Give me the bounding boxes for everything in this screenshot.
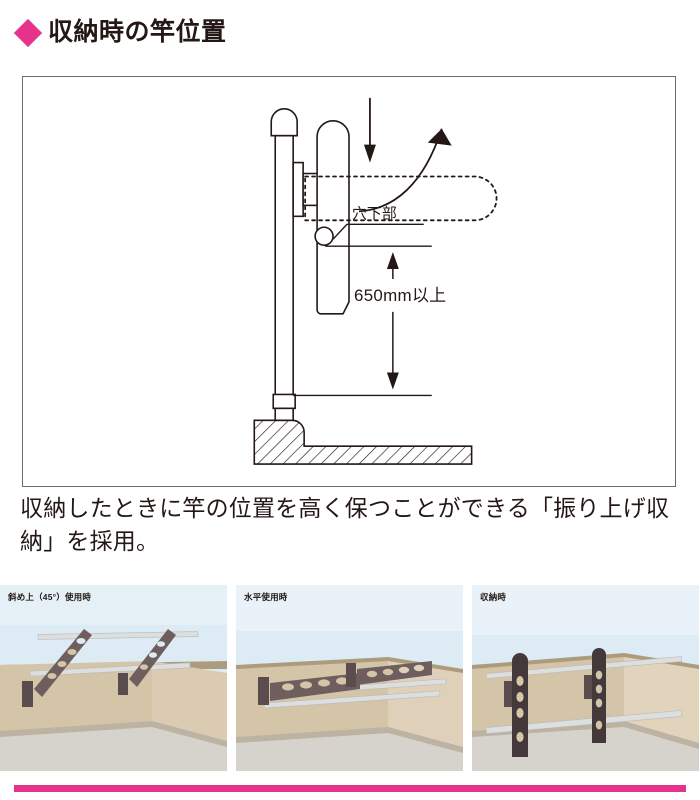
bracket-right-stowed xyxy=(584,648,606,743)
arm-hole-right-3 xyxy=(157,641,165,647)
body-paragraph: 収納したときに竿の位置を高く保つことができる「振り上げ収納」を採用。 xyxy=(20,495,670,554)
pole-coupler xyxy=(272,393,296,410)
panel-horizontal-image xyxy=(236,585,463,771)
panel-stowed: 収納時 xyxy=(472,585,699,771)
diamond-icon xyxy=(13,18,43,47)
hole-r1 xyxy=(595,670,603,680)
diagram-drawing: 穴下部 650mm以上 xyxy=(253,97,498,465)
panel-horizontal-label: 水平使用時 xyxy=(244,592,288,602)
wallplate-back xyxy=(346,663,356,687)
arm-hole-b2 xyxy=(382,668,394,676)
bracket-right xyxy=(118,629,176,695)
arm-hole-left-4 xyxy=(76,638,86,644)
hole-r3 xyxy=(595,698,603,708)
storage-position-diagram: 穴下部 650mm以上 xyxy=(22,76,676,487)
mount-plate xyxy=(292,161,304,218)
page-title: 収納時の竿位置 xyxy=(48,18,227,46)
page-title-row: 収納時の竿位置 xyxy=(13,18,227,47)
bottom-accent-bar xyxy=(14,785,686,792)
dimension-arrow-down-icon xyxy=(386,372,399,390)
arm-raised xyxy=(316,119,350,315)
panel-diagonal-45-image xyxy=(0,585,227,771)
hole-l4 xyxy=(516,732,524,742)
pole-body xyxy=(274,134,294,409)
arm-left-vertical xyxy=(512,653,528,757)
down-arrow-icon xyxy=(363,144,376,163)
floor xyxy=(472,725,699,771)
arm-hole-f4 xyxy=(336,677,348,685)
arm-hole-b1 xyxy=(366,670,378,678)
panel-stowed-image xyxy=(472,585,699,771)
rotation-arrow-path xyxy=(358,128,443,213)
arm-hole-b4 xyxy=(413,664,425,672)
arm-hole-left-2 xyxy=(57,661,67,667)
sky-upper xyxy=(236,585,463,631)
arm-hole-f1 xyxy=(282,683,294,691)
base-and-ground-hatch xyxy=(253,419,473,465)
hole-r2 xyxy=(595,684,603,694)
wallplate-front xyxy=(258,677,269,705)
floor xyxy=(0,725,227,771)
panel-horizontal: 水平使用時 xyxy=(236,585,463,771)
sky-upper xyxy=(472,585,699,635)
bracket-front xyxy=(258,673,360,705)
hole-r4 xyxy=(595,720,603,730)
curved-arrow-icon xyxy=(427,128,452,146)
pole-lower-shaft xyxy=(274,407,294,422)
rail-lower xyxy=(485,710,683,734)
bracket-left-stowed xyxy=(504,653,528,757)
panel-diagonal-45-label: 斜め上（45°）使用時 xyxy=(8,592,92,602)
floor xyxy=(236,731,463,771)
arm-hole-right-1 xyxy=(140,664,148,670)
arm-hole-b3 xyxy=(398,666,410,674)
arm-horizontal-ghost xyxy=(304,175,498,222)
floor-edge xyxy=(0,721,227,747)
rail-front xyxy=(263,690,441,709)
dimension-label: 650mm以上 xyxy=(354,286,446,305)
arm-hole xyxy=(314,226,334,246)
dimension-arrow-up-icon xyxy=(386,252,399,270)
rail-upper xyxy=(485,656,683,679)
sky-upper xyxy=(0,585,227,625)
arm-right-vertical xyxy=(592,648,606,743)
wallplate-right xyxy=(118,673,128,695)
hole-leader-line xyxy=(332,223,348,240)
hole-bottom-label: 穴下部 xyxy=(352,205,397,222)
arm-hole-f2 xyxy=(300,681,312,689)
floor-edge xyxy=(236,727,463,753)
bracket-left xyxy=(22,629,92,707)
panel-stowed-label: 収納時 xyxy=(480,592,507,602)
wallplate-left xyxy=(22,681,33,707)
arm-back xyxy=(357,661,432,685)
arm-hole-f3 xyxy=(318,679,330,687)
arm-hole-left-3 xyxy=(67,649,77,655)
hole-l3 xyxy=(516,708,524,718)
usage-panels: 斜め上（45°）使用時 xyxy=(0,585,700,771)
arm-hole-right-2 xyxy=(149,652,157,658)
bracket-back xyxy=(346,661,432,687)
hole-l1 xyxy=(516,676,524,686)
arm-hole-left-1 xyxy=(47,673,57,679)
hole-l2 xyxy=(516,692,524,702)
panel-diagonal-45: 斜め上（45°）使用時 xyxy=(0,585,227,771)
pole-cap xyxy=(270,108,298,137)
